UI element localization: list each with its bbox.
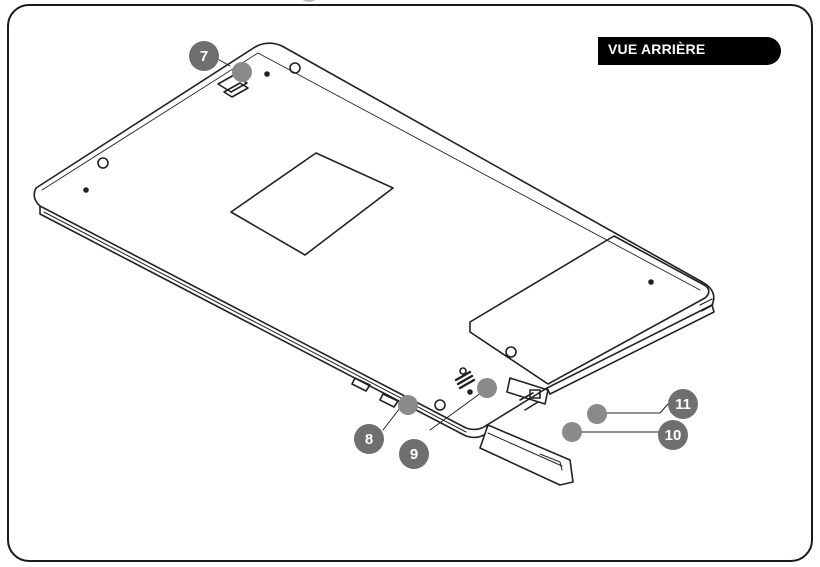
rear-label-area xyxy=(230,152,394,256)
leader-9 xyxy=(429,389,486,431)
leader-11 xyxy=(597,403,669,414)
callout-11: 11 xyxy=(668,389,698,419)
screw-cover xyxy=(505,346,517,358)
callout-7-label: 7 xyxy=(199,47,209,65)
callout-dot-7 xyxy=(232,62,252,82)
back-cover-panel xyxy=(469,235,710,385)
side-port-block xyxy=(506,377,549,405)
callout-11-label: 11 xyxy=(675,395,691,413)
screw-top-right xyxy=(289,62,301,74)
screw-bottom xyxy=(434,399,446,411)
screw-left xyxy=(97,157,109,169)
view-title-label: VUE ARRIÈRE xyxy=(598,37,781,65)
callout-8-label: 8 xyxy=(364,430,374,448)
callout-8: 8 xyxy=(354,424,384,454)
callout-dot-10 xyxy=(562,422,582,442)
callout-9-label: 9 xyxy=(409,445,419,463)
frame-top-marker xyxy=(298,0,320,2)
tablet-body-outline xyxy=(33,42,715,431)
side-connector xyxy=(351,377,371,392)
callout-7: 7 xyxy=(189,41,219,71)
rear-camera xyxy=(217,74,248,93)
callout-10: 10 xyxy=(658,420,688,450)
callout-dot-11 xyxy=(587,404,607,424)
callout-dot-8 xyxy=(398,395,418,415)
callout-10-label: 10 xyxy=(664,426,682,444)
expansion-tray xyxy=(479,424,574,486)
view-title-text: VUE ARRIÈRE xyxy=(608,41,706,57)
leader-8 xyxy=(382,407,401,431)
callout-dot-9 xyxy=(477,378,497,398)
callout-9: 9 xyxy=(399,439,429,469)
